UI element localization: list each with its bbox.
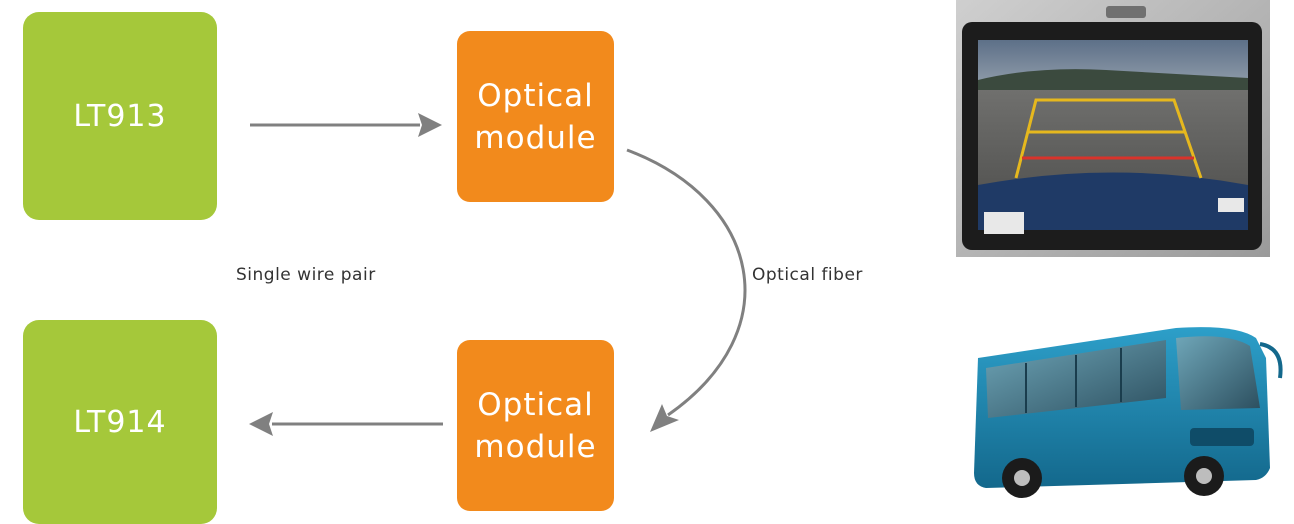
blue-coach-bus-image (974, 327, 1283, 498)
optical-module-bottom-line2: module (474, 428, 597, 465)
lt914-node: LT914 (23, 320, 217, 524)
lt914-label: LT914 (73, 404, 167, 440)
lt913-node: LT913 (23, 12, 217, 220)
optical-module-bottom-line1: Optical (477, 386, 594, 423)
arrow-optical-to-lt914 (249, 412, 443, 436)
optical-module-bottom-node: Optical module (457, 340, 614, 511)
arrow-optical-fiber-curve (626, 148, 747, 432)
lt913-label: LT913 (73, 98, 167, 134)
single-wire-pair-label: Single wire pair (236, 265, 376, 285)
rear-view-camera-display-image (956, 0, 1270, 257)
optical-module-top-line1: Optical (477, 77, 594, 114)
arrow-lt913-to-optical (250, 113, 442, 137)
optical-module-top-node: Optical module (457, 31, 614, 202)
optical-module-top-line2: module (474, 119, 597, 156)
optical-fiber-label: Optical fiber (752, 265, 863, 285)
